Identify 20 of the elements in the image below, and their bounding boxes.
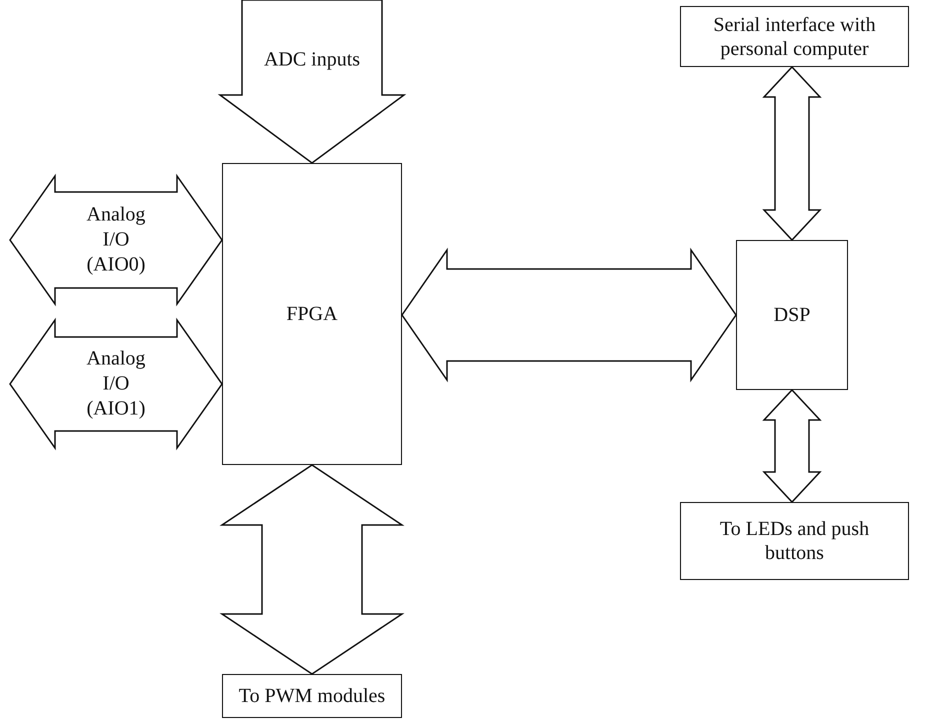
block-arrow bbox=[762, 388, 822, 504]
block-box bbox=[222, 674, 402, 718]
edge-label: ADC inputs bbox=[262, 48, 362, 72]
block-arrow bbox=[9, 174, 223, 306]
block-arrow bbox=[762, 66, 822, 242]
block-box bbox=[680, 502, 909, 580]
block-label: To LEDs and push buttons bbox=[718, 517, 870, 565]
block-label: To PWM modules bbox=[238, 684, 386, 708]
block-arrow bbox=[218, 0, 406, 164]
block-box bbox=[680, 6, 909, 67]
block-label: FPGA bbox=[286, 302, 338, 326]
block-arrow bbox=[220, 464, 404, 675]
block-box bbox=[736, 240, 848, 390]
block-arrow bbox=[401, 248, 737, 382]
block-arrow bbox=[9, 318, 223, 450]
edge-label: Analog I/O (AIO0) bbox=[86, 202, 146, 278]
block-label: Serial interface with personal computer bbox=[712, 12, 877, 60]
block-box bbox=[222, 163, 402, 465]
block-label: DSP bbox=[774, 303, 810, 327]
edge-label: Analog I/O (AIO1) bbox=[86, 346, 146, 422]
